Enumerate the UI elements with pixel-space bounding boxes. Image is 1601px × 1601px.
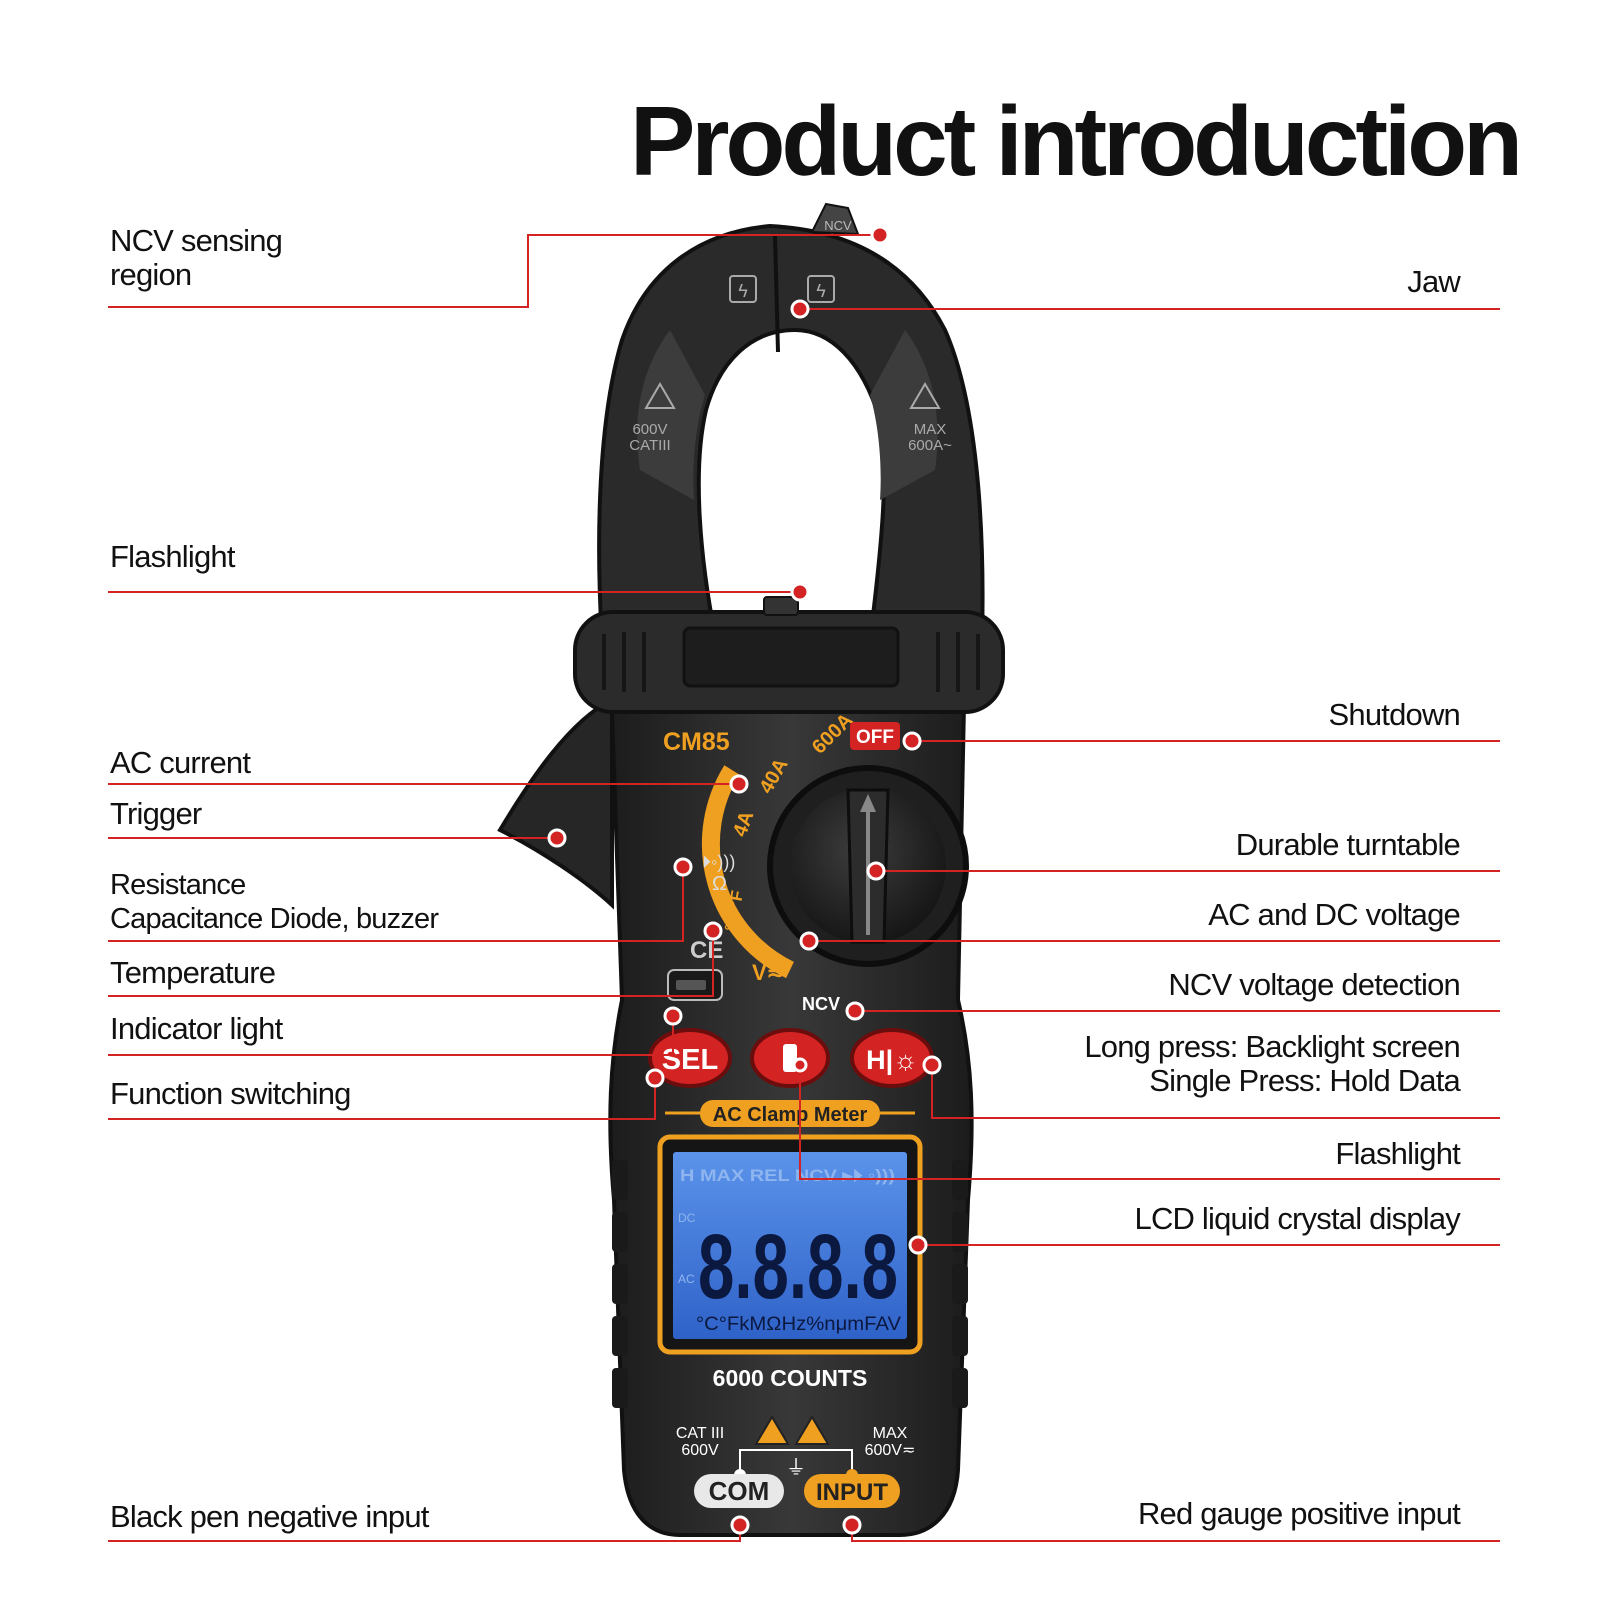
cat-rating-2: 600V [681,1442,719,1459]
label-shutdown: Shutdown [1328,697,1461,732]
leader-function [108,1078,656,1120]
counts-label: 6000 COUNTS [713,1365,868,1391]
knob-pointer [860,794,876,935]
input-label: INPUT [816,1479,888,1506]
ncv-dial-label: NCV [802,994,840,1014]
lcd-digits: 8.8.8.8 [698,1216,898,1318]
label-ac-dc-voltage: AC and DC voltage [1208,897,1461,932]
label-lcd-display: LCD liquid crystal display [1134,1201,1461,1236]
hold-button-label: H|☼ [866,1045,918,1075]
terminal-bracket [739,1449,853,1475]
label-ncv-voltage-detection: NCV voltage detection [1168,967,1460,1002]
com-terminal [694,1474,784,1508]
label-function-switching: Function switching [110,1076,351,1111]
input-terminal [804,1474,900,1508]
callout-lines [108,234,1500,1542]
collar-window [682,626,900,688]
warning-icon [909,382,941,409]
label-trigger: Trigger [110,796,202,831]
lcd-units: °C°FkMΩHz%nμmFAV [696,1314,901,1335]
max-rating-1: MAX [873,1425,908,1442]
ce-mark: CE [690,937,723,964]
label-durable-turntable: Durable turntable [1235,827,1461,862]
leader-indicator [108,1016,674,1056]
jaw-left-marking-2: CATIII [629,437,670,454]
page-title: Product introduction [630,86,1523,196]
flashlight-led [763,596,799,616]
jaw-left-marking-1: 600V [632,421,667,438]
jaw-bolt-left [729,275,757,303]
dial-arc [701,765,794,979]
label-flashlight-bottom: Flashlight [1335,1136,1460,1171]
resistance-symbol: Ω [712,873,727,895]
volt-symbol: V≂ [752,960,785,985]
callout-dots [547,225,942,1535]
ncv-tag [810,202,860,236]
label-indicator-light: Indicator light [110,1011,283,1046]
ground-icon: ⏚ [786,1457,806,1479]
leader-ncv-sensing [108,234,880,308]
bolt-icon: ϟ [816,281,826,301]
max-rating-2: 600V≂ [865,1442,916,1459]
diode-symbols: ⏵◦))) [702,852,735,872]
off-label: OFF [856,727,894,748]
leader-resistance [108,867,684,942]
jaw-split [773,235,780,353]
bolt-icon: ϟ [738,281,748,301]
sel-button-label: SEL [662,1044,718,1076]
lcd-screen [673,1152,907,1339]
svg-text:CE: CE [690,937,723,964]
label-temperature: Temperature [110,955,276,990]
jaw-right-marking-1: MAX [914,421,947,438]
jaw: NCV ϟ ϟ 600V CATIII MAX 600A~ [597,202,985,642]
trigger [497,696,614,910]
warning-icon [644,382,676,409]
jaw-inner-right [870,330,938,500]
product-banner-text: AC Clamp Meter [713,1104,868,1126]
label-jaw: Jaw [1407,264,1461,299]
warning-icon [794,1415,830,1445]
jaw-bolt-right [807,275,835,303]
collar-ribs [602,632,980,692]
label-red-gauge: Red gauge positive input [1137,1496,1461,1531]
leader-temperature [108,931,714,997]
label-ac-current: AC current [110,745,251,780]
cat-rating-1: CAT III [676,1425,724,1442]
com-label: COM [709,1476,770,1506]
jaw-outer [597,223,985,642]
lcd-dc: DC [678,1211,696,1225]
jaw-right-marking-2: 600A~ [908,437,952,454]
model-name: CM85 [663,728,730,756]
leader-long-press [931,1065,1500,1119]
jaw-inner-left [637,330,705,500]
side-grips [612,1160,968,1408]
product-banner [700,1100,880,1127]
lcd-top-row: H MAX REL NCV ▸⏵ ◦))) [680,1166,895,1185]
sel-button-shape [648,1028,732,1088]
label-black-pen: Black pen negative input [110,1499,429,1534]
ncv-tag-text: NCV [824,218,852,233]
leader-flashlight-bottom [799,1065,1500,1180]
label-flashlight-top: Flashlight [110,539,235,574]
off-badge [850,722,900,750]
warning-icon [754,1415,790,1445]
lcd-ac: AC [678,1272,695,1286]
